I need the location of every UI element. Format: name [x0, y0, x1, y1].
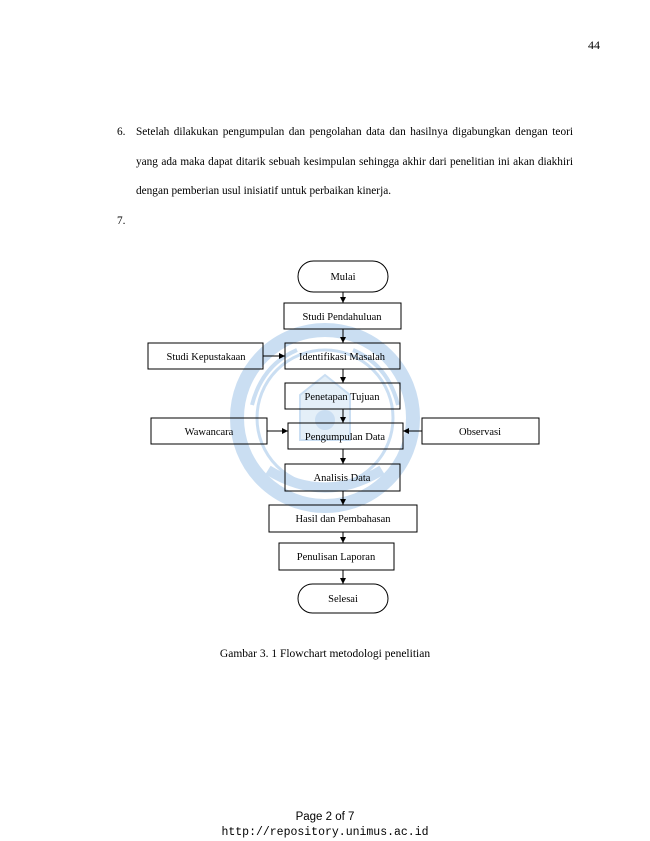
wawancara-box — [150, 417, 268, 445]
mulai-label: Mulai — [330, 272, 355, 283]
analisis-data-box — [284, 463, 401, 492]
studi-pendahuluan-box — [283, 302, 402, 330]
selesai-label: Selesai — [328, 594, 358, 605]
penetapan-tujuan-box — [284, 382, 401, 410]
studi-pendahuluan-label: Studi Pendahuluan — [302, 312, 382, 323]
hasil-pembahasan-label: Hasil dan Pembahasan — [295, 514, 391, 525]
footer-url: http://repository.unimus.ac.id — [221, 826, 429, 839]
wawancara-label: Wawancara — [185, 427, 234, 438]
numbered-list: 6. Setelah dilakukan pengumpulan dan pen… — [117, 118, 573, 236]
identifikasi-masalah-box — [284, 342, 401, 370]
university-seal-watermark — [230, 323, 420, 513]
list-item-number: 7. — [117, 214, 126, 227]
list-item: 7. — [117, 207, 573, 237]
figure-caption: Gambar 3. 1 Flowchart metodologi penelit… — [219, 648, 431, 660]
flowchart-labels: Mulai Studi Pendahuluan Studi Kepustakaa… — [166, 272, 501, 605]
flowchart-connectors — [263, 292, 422, 584]
observasi-box — [421, 417, 540, 445]
analisis-data-label: Analisis Data — [314, 473, 371, 484]
end-terminal — [297, 583, 389, 614]
penetapan-tujuan-label: Penetapan Tujuan — [305, 392, 381, 403]
list-item: 6. Setelah dilakukan pengumpulan dan pen… — [117, 118, 573, 207]
list-item-text: Setelah dilakukan pengumpulan dan pengol… — [136, 126, 573, 197]
observasi-label: Observasi — [459, 427, 501, 438]
hasil-pembahasan-box — [268, 504, 418, 533]
identifikasi-masalah-label: Identifikasi Masalah — [299, 352, 386, 363]
penulisan-laporan-label: Penulisan Laporan — [297, 552, 376, 563]
pengumpulan-data-label: Pengumpulan Data — [305, 432, 386, 443]
footer-page-indicator: Page 2 of 7 — [295, 811, 355, 823]
studi-kepustakaan-label: Studi Kepustakaan — [166, 352, 246, 363]
page-number: 44 — [588, 38, 600, 52]
start-terminal — [297, 260, 389, 293]
list-item-number: 6. — [117, 126, 126, 138]
penulisan-laporan-box — [278, 542, 395, 571]
pengumpulan-data-box — [287, 422, 404, 450]
studi-kepustakaan-box — [147, 342, 264, 370]
flowchart-nodes — [147, 260, 540, 614]
